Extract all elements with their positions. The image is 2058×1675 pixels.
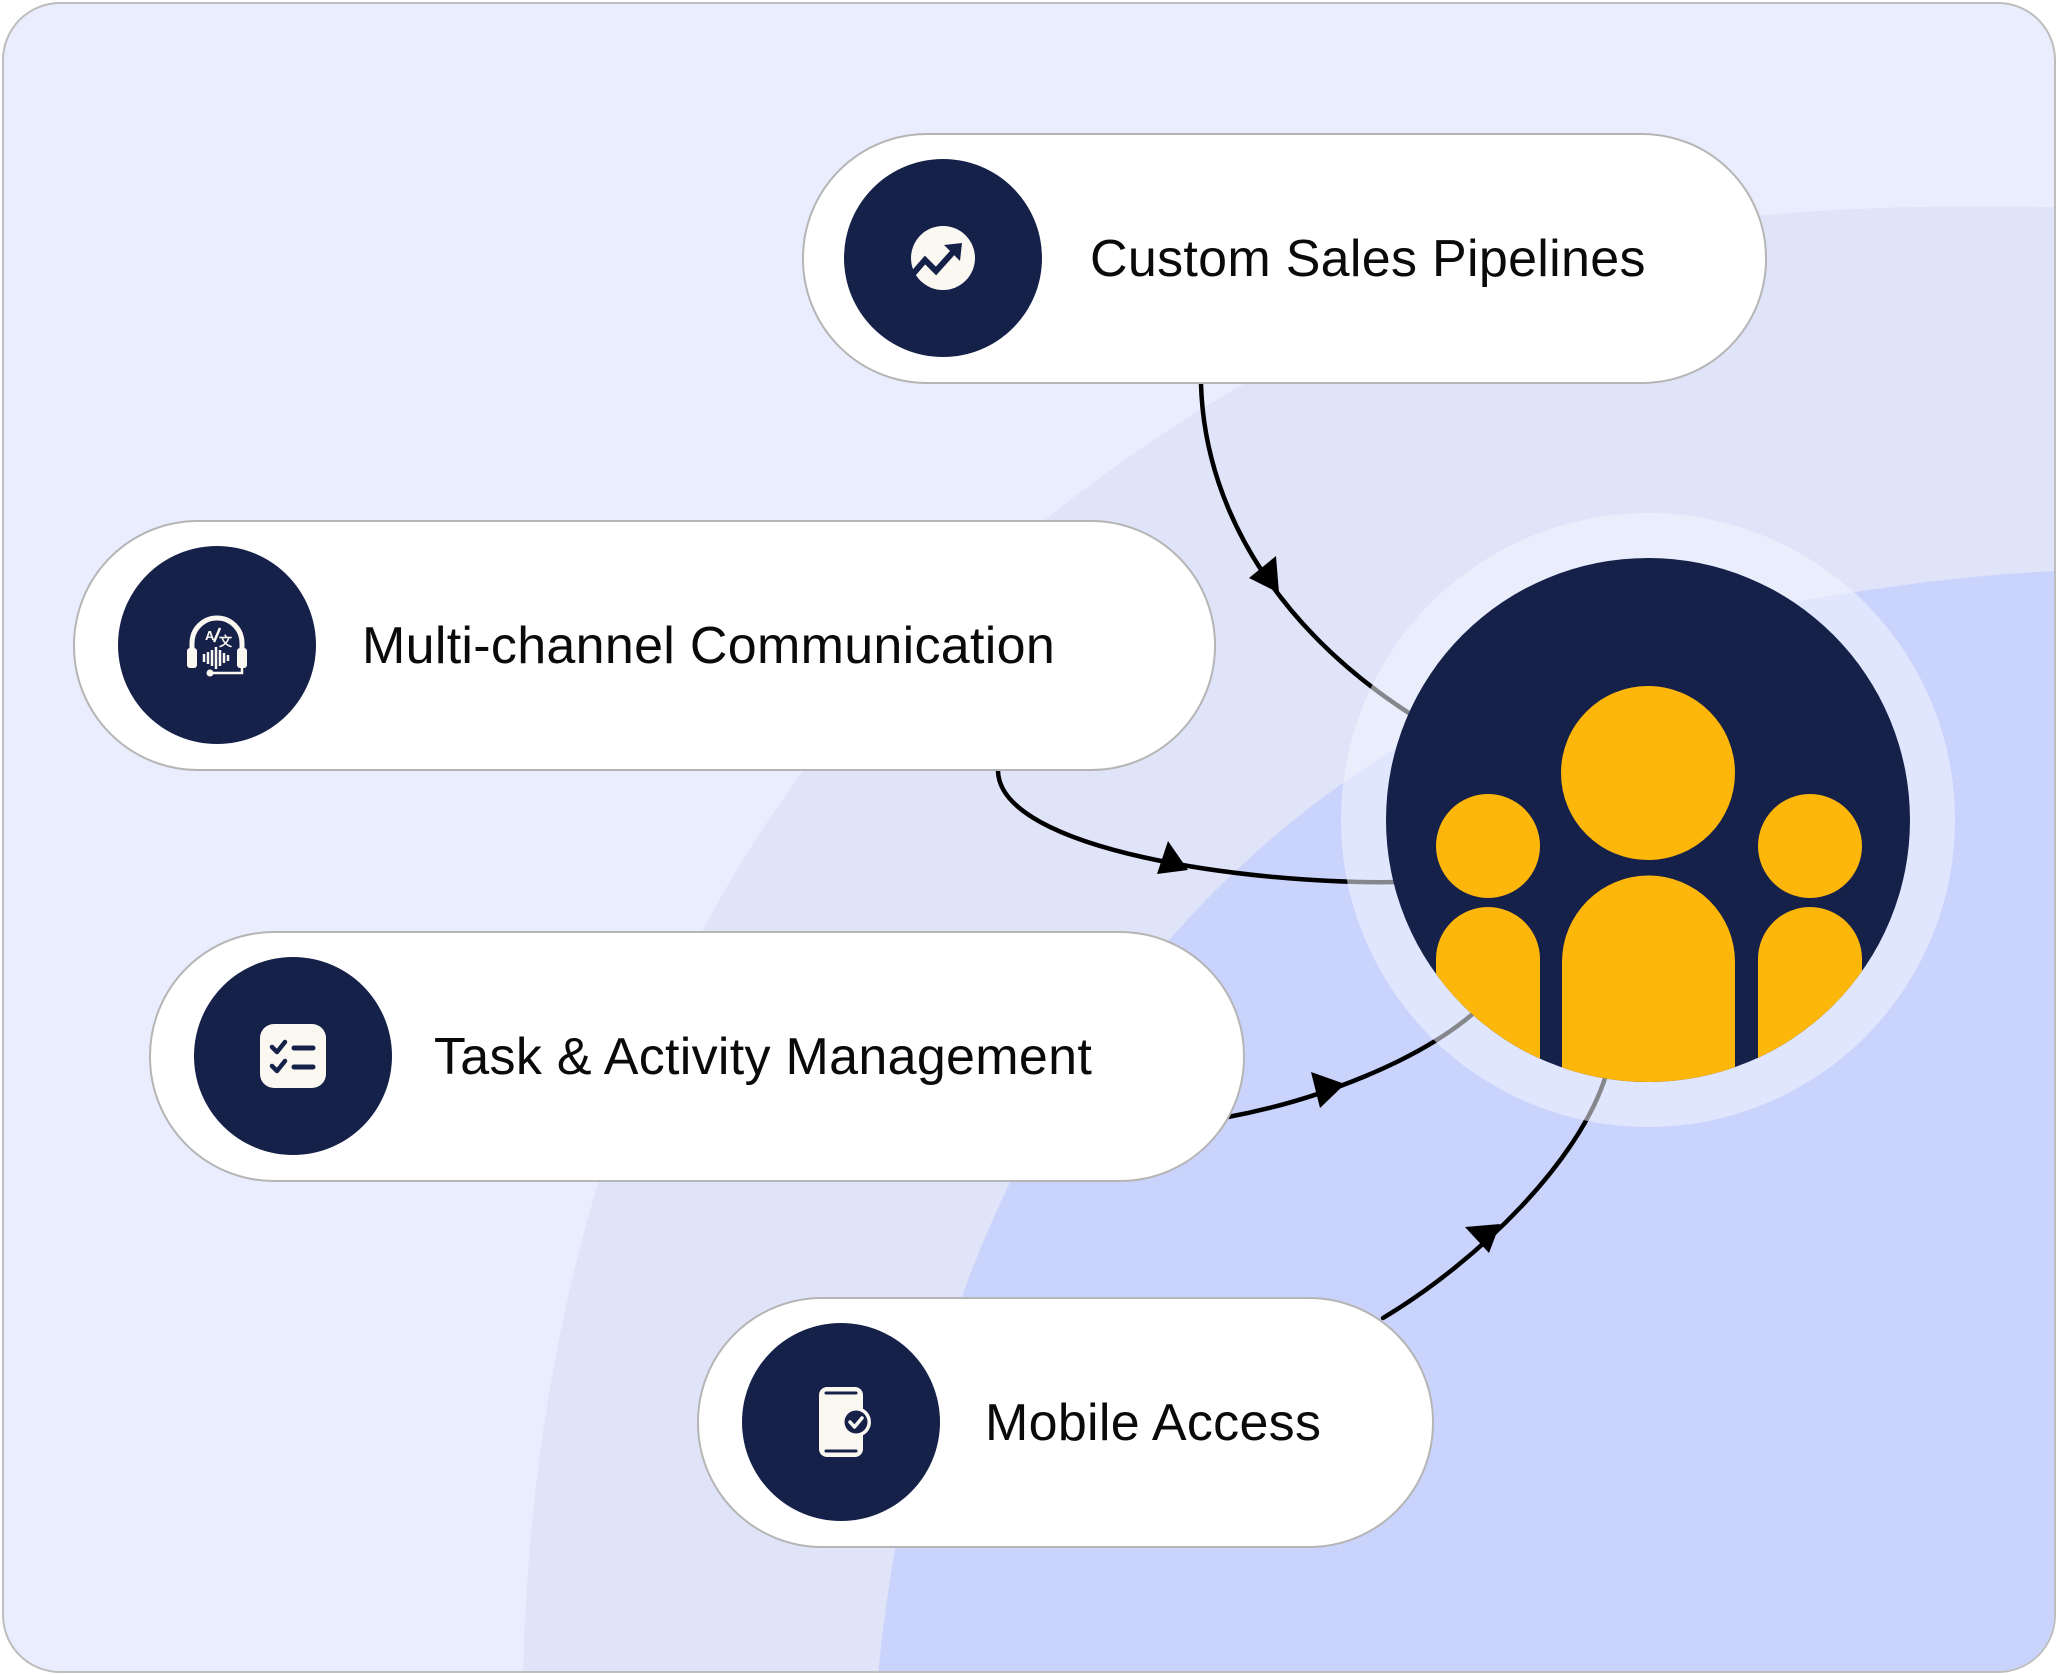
connector-multi-channel-communication	[995, 768, 1403, 885]
icon-badge	[844, 159, 1042, 357]
icon-badge: A 文	[118, 546, 316, 744]
feature-label: Custom Sales Pipelines	[1090, 229, 1646, 288]
arrowhead-mobile-access	[1465, 1224, 1500, 1253]
feature-label: Task & Activity Management	[434, 1027, 1093, 1086]
feature-label: Multi-channel Communication	[362, 616, 1056, 675]
mobile-check-icon	[819, 1387, 871, 1457]
feature-custom-sales-pipelines[interactable]: Custom Sales Pipelines	[802, 133, 1767, 384]
feature-mobile-access[interactable]: Mobile Access	[697, 1297, 1434, 1548]
arrowhead-task-activity-management	[1311, 1072, 1345, 1108]
headset-translate-icon: A 文	[187, 615, 247, 677]
arrowhead-custom-sales-pipelines	[1249, 556, 1279, 593]
person-center-body	[1562, 875, 1735, 1082]
trending-up-chart-icon	[909, 226, 975, 290]
arrowhead-multi-channel-communication	[1157, 841, 1188, 874]
person-right-head	[1758, 794, 1862, 898]
icon-badge	[742, 1323, 940, 1521]
feature-multi-channel-communication[interactable]: A 文 Multi-channel Communication	[73, 520, 1216, 771]
svg-text:A: A	[205, 628, 215, 643]
feature-task-activity-management[interactable]: Task & Activity Management	[149, 931, 1245, 1182]
person-left-head	[1436, 794, 1540, 898]
person-center-head	[1561, 686, 1735, 860]
feature-label: Mobile Access	[985, 1393, 1322, 1452]
checklist-icon	[260, 1024, 326, 1088]
icon-badge	[194, 957, 392, 1155]
svg-text:文: 文	[219, 634, 233, 649]
